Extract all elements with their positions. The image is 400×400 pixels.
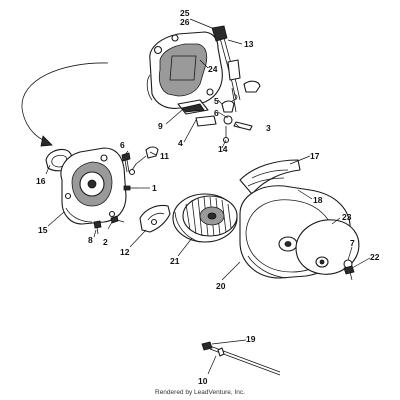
callout-17: 17	[310, 151, 320, 161]
callout-labels: 25 26 13 24 5 6 9 3 4 14 6 11 16 1 15 8 …	[36, 8, 380, 386]
bolt-2	[110, 215, 125, 224]
screw-1	[123, 185, 138, 191]
callout-15: 15	[38, 225, 48, 235]
throttle-control-link	[211, 25, 261, 113]
callout-21: 21	[170, 256, 180, 266]
callout-24: 24	[208, 64, 218, 74]
callout-25: 25	[180, 8, 190, 18]
callout-13: 13	[244, 39, 254, 49]
callout-22: 22	[370, 252, 380, 262]
callout-19: 19	[246, 334, 256, 344]
callout-14: 14	[218, 144, 228, 154]
flywheel-fan	[172, 193, 238, 243]
callout-20: 20	[216, 281, 226, 291]
callout-8: 8	[88, 235, 93, 245]
bolt-8	[93, 220, 102, 235]
callout-11: 11	[160, 151, 169, 161]
rendered-by-caption: Rendered by LeadVenture, Inc.	[155, 389, 245, 396]
callout-18: 18	[313, 195, 323, 205]
callout-9: 9	[158, 121, 163, 131]
callout-12: 12	[120, 247, 130, 257]
callout-7: 7	[350, 238, 355, 248]
callout-10: 10	[198, 376, 208, 386]
callout-6-upper: 6	[214, 108, 219, 118]
callout-5: 5	[214, 96, 219, 106]
callout-23: 23	[342, 212, 352, 222]
callout-2: 2	[103, 237, 108, 247]
callout-16: 16	[36, 176, 46, 186]
callout-1: 1	[152, 183, 157, 193]
choke-bracket-stack	[177, 99, 253, 144]
callout-26: 26	[180, 17, 190, 27]
assembly-arrow	[21, 62, 109, 147]
callout-3: 3	[266, 123, 271, 133]
bolt-6	[121, 152, 131, 173]
callout-4: 4	[178, 138, 183, 148]
dipstick-tube	[201, 341, 281, 376]
callout-6: 6	[120, 140, 125, 150]
starter-housing	[60, 147, 127, 225]
rope-guide	[139, 204, 171, 233]
blower-housing-backplate	[146, 31, 223, 109]
screw-22	[343, 265, 355, 281]
leader-lines	[45, 18, 371, 375]
rotating-screen	[295, 219, 360, 275]
shroud-cover	[239, 159, 301, 195]
fuel-line-bracket	[128, 146, 159, 176]
